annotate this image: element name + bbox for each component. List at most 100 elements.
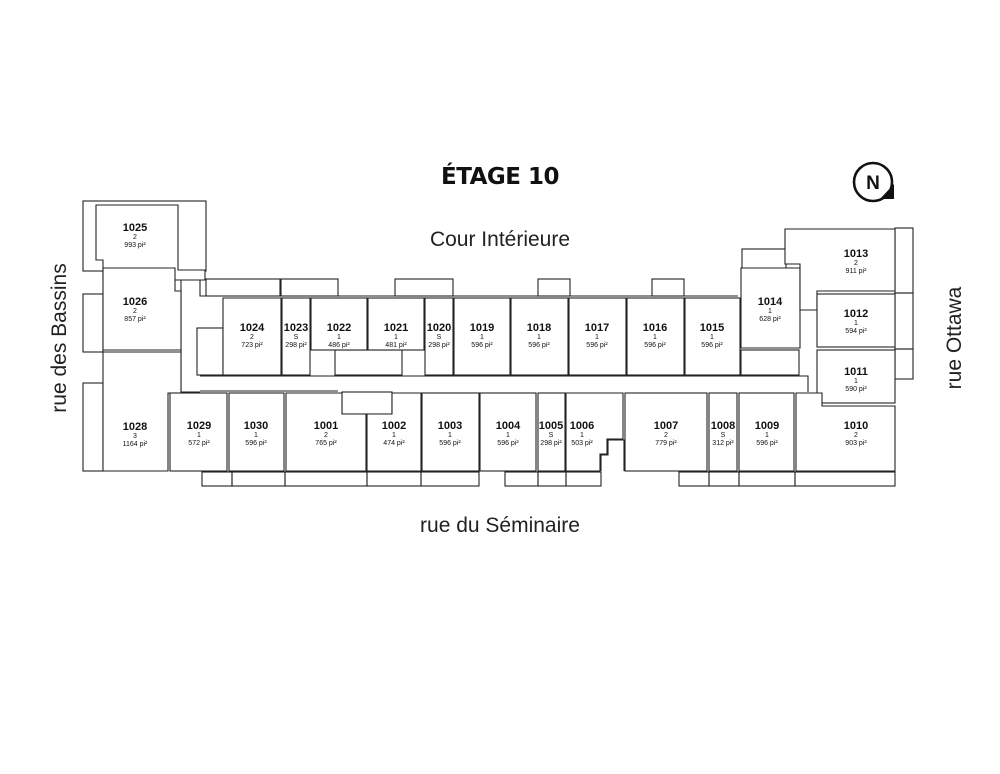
unit-area: 594 pi² [845,328,867,335]
unit-bedrooms: 1 [580,432,584,439]
unit-1022[interactable]: 1022 1 486 pi² [310,297,368,351]
unit-area: 628 pi² [759,316,781,323]
unit-number: 1012 [844,308,868,320]
unit-bedrooms: 1 [710,334,714,341]
compass-letter: N [866,173,880,194]
unit-bedrooms: 1 [197,432,201,439]
unit-number: 1024 [240,322,265,334]
unit-1028[interactable]: 1028 3 1164 pi² [102,351,182,472]
unit-bedrooms: S [294,334,299,341]
unit-bedrooms: 2 [324,432,328,439]
unit-area: 993 pi² [124,242,146,249]
unit-1018[interactable]: 1018 1 596 pi² [510,297,569,376]
unit-1002[interactable]: 1002 1 474 pi² [366,392,422,472]
unit-number: 1010 [844,420,868,432]
unit-number: 1019 [470,322,494,334]
unit-area: 596 pi² [644,342,666,349]
unit-area: 298 pi² [428,342,450,349]
unit-number: 1025 [123,222,147,234]
unit-number: 1021 [384,322,408,334]
unit-1011[interactable]: 1011 1 590 pi² [816,349,896,404]
unit-bedrooms: 2 [854,432,858,439]
unit-1019[interactable]: 1019 1 596 pi² [453,297,511,376]
unit-number: 1017 [585,322,609,334]
unit-area: 903 pi² [845,440,867,447]
unit-1020[interactable]: 1020 S 298 pi² [424,297,454,376]
courtyard-label: Cour Intérieure [429,228,571,251]
unit-1007[interactable]: 1007 2 779 pi² [624,392,708,472]
unit-area: 596 pi² [471,342,493,349]
unit-bedrooms: 1 [506,432,510,439]
unit-number: 1011 [844,366,868,378]
unit-1024[interactable]: 1024 2 723 pi² [222,297,282,376]
street-label-south: rue du Séminaire [420,514,580,537]
unit-area: 572 pi² [188,440,210,447]
unit-1010[interactable]: 1010 2 903 pi² [795,392,896,472]
unit-area: 779 pi² [655,440,677,447]
floor-title: ÉTAGE 10 [440,164,560,190]
unit-1012[interactable]: 1012 1 594 pi² [816,293,896,348]
unit-bedrooms: 1 [392,432,396,439]
unit-1026[interactable]: 1026 2 857 pi² [102,267,182,351]
unit-bedrooms: 1 [448,432,452,439]
unit-number: 1018 [527,322,551,334]
unit-1005[interactable]: 1005 S 298 pi² [537,392,566,472]
unit-area: 911 pi² [846,268,868,275]
unit-area: 481 pi² [385,342,407,349]
unit-number: 1007 [654,420,678,432]
unit-1016[interactable]: 1016 1 596 pi² [626,297,685,376]
unit-area: 1164 pi² [123,441,148,448]
unit-number: 1022 [327,322,351,334]
unit-1021[interactable]: 1021 1 481 pi² [367,297,425,351]
unit-area: 486 pi² [328,342,350,349]
units: 1025 2 993 pi² 1026 2 857 pi² 1028 3 116… [95,204,896,472]
unit-number: 1003 [438,420,462,432]
unit-1030[interactable]: 1030 1 596 pi² [228,392,285,472]
unit-bedrooms: 2 [133,234,137,241]
unit-number: 1004 [496,420,521,432]
unit-area: 590 pi² [845,386,867,393]
unit-1015[interactable]: 1015 1 596 pi² [684,297,741,376]
unit-area: 596 pi² [245,440,267,447]
unit-area: 723 pi² [241,342,263,349]
unit-area: 596 pi² [439,440,461,447]
unit-1008[interactable]: 1008 S 312 pi² [708,392,738,472]
unit-number: 1015 [700,322,724,334]
unit-number: 1020 [427,322,451,334]
unit-1013[interactable]: 1013 2 911 pi² [784,228,896,311]
unit-1009[interactable]: 1009 1 596 pi² [738,392,795,472]
unit-number: 1028 [123,421,147,433]
unit-1029[interactable]: 1029 1 572 pi² [169,392,228,472]
unit-1017[interactable]: 1017 1 596 pi² [568,297,627,376]
unit-area: 596 pi² [756,440,778,447]
unit-1006[interactable]: 1006 1 503 pi² [565,392,624,472]
unit-area: 596 pi² [528,342,550,349]
unit-number: 1026 [123,296,147,308]
unit-bedrooms: 1 [337,334,341,341]
unit-1025[interactable]: 1025 2 993 pi² [95,204,206,281]
unit-area: 596 pi² [497,440,519,447]
unit-number: 1002 [382,420,406,432]
unit-bedrooms: 3 [133,433,137,440]
unit-bedrooms: 2 [250,334,254,341]
unit-bedrooms: 1 [653,334,657,341]
unit-1001[interactable]: 1001 2 765 pi² [285,392,367,472]
unit-area: 312 pi² [712,440,734,447]
unit-bedrooms: 1 [854,378,858,385]
unit-bedrooms: S [721,432,726,439]
unit-number: 1016 [643,322,667,334]
unit-area: 503 pi² [571,440,593,447]
unit-bedrooms: 1 [768,308,772,315]
unit-bedrooms: 2 [133,308,137,315]
unit-1023[interactable]: 1023 S 298 pi² [281,297,311,376]
unit-bedrooms: 1 [765,432,769,439]
unit-number: 1029 [187,420,211,432]
unit-area: 298 pi² [285,342,307,349]
unit-1003[interactable]: 1003 1 596 pi² [421,392,480,472]
unit-1004[interactable]: 1004 1 596 pi² [479,392,537,472]
unit-bedrooms: 1 [537,334,541,341]
unit-bedrooms: 1 [394,334,398,341]
unit-number: 1006 [570,420,594,432]
unit-1014[interactable]: 1014 1 628 pi² [740,267,801,349]
